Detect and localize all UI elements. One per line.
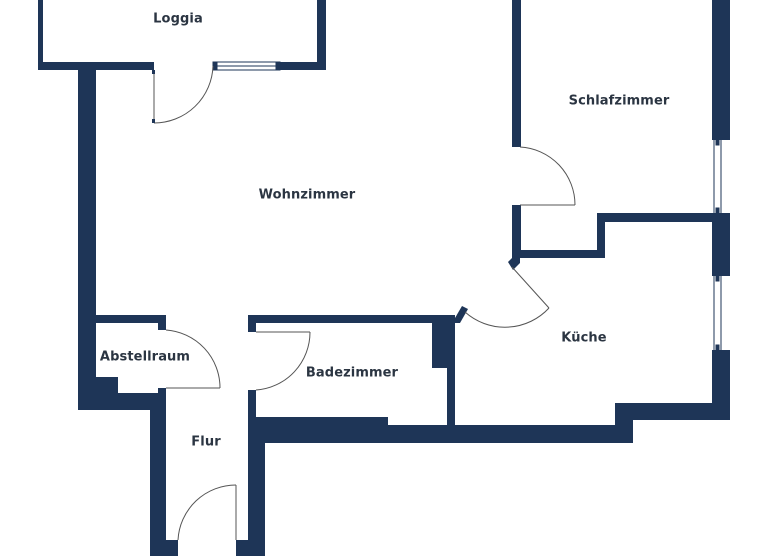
- loggia-left-wall: [38, 0, 43, 66]
- kitchen-bottom-wall-right: [615, 403, 730, 420]
- storage-right-stub-top: [158, 315, 166, 330]
- doors: [152, 65, 576, 541]
- bedroom-left-wall-top: [512, 0, 521, 147]
- loggia-bottom-wall-right: [280, 62, 326, 70]
- living-left-wall: [78, 62, 96, 410]
- kitchen-left-wall: [447, 315, 455, 430]
- bedroom-bottom-wall: [512, 250, 605, 258]
- right-wall-top: [712, 0, 730, 140]
- room-label-schlafzimmer: Schlafzimmer: [568, 93, 670, 109]
- room-label-flur: Flur: [191, 434, 221, 450]
- storage-bottom-wall: [78, 393, 166, 410]
- bedroom-window: [713, 139, 722, 214]
- loggia-door[interactable]: [152, 65, 214, 124]
- room-label-loggia: Loggia: [153, 11, 203, 27]
- hall-right-wall: [248, 417, 265, 556]
- bath-left-wall-top: [248, 315, 256, 332]
- bedroom-kitchen-wall: [597, 213, 722, 222]
- storage-door[interactable]: [165, 329, 221, 389]
- hall-bottom-left: [150, 540, 178, 556]
- right-wall-mid: [712, 213, 730, 276]
- hall-left-wall: [150, 393, 166, 556]
- kitchen-door-stub-lower: [455, 306, 468, 323]
- bedroom-left-wall-bottom: [512, 205, 521, 258]
- room-label-kueche: Küche: [561, 330, 607, 346]
- kitchen-door-stub-upper: [508, 256, 520, 270]
- windows: [212, 61, 722, 351]
- storage-block: [96, 377, 118, 393]
- hall-bottom-right: [236, 540, 265, 556]
- kitchen-door[interactable]: [464, 266, 550, 328]
- bath-left-wall-bottom: [248, 390, 256, 443]
- bedroom-door[interactable]: [519, 146, 576, 206]
- right-wall-bottom: [712, 350, 730, 420]
- room-label-abstellraum: Abstellraum: [99, 349, 191, 365]
- room-label-badezimmer: Badezimmer: [305, 365, 399, 381]
- bedroom-step-wall: [597, 213, 605, 258]
- entrance-door[interactable]: [177, 484, 237, 541]
- bathroom-door[interactable]: [255, 331, 311, 391]
- bath-bottom-wall-left: [248, 417, 388, 443]
- storage-top-wall: [96, 315, 166, 323]
- kitchen-window: [713, 275, 722, 351]
- room-label-wohnzimmer: Wohnzimmer: [258, 187, 356, 203]
- bath-right-block: [432, 315, 455, 368]
- loggia-window: [212, 61, 281, 71]
- walls: [38, 0, 730, 556]
- bath-top-wall: [248, 315, 455, 323]
- loggia-right-wall: [317, 0, 326, 70]
